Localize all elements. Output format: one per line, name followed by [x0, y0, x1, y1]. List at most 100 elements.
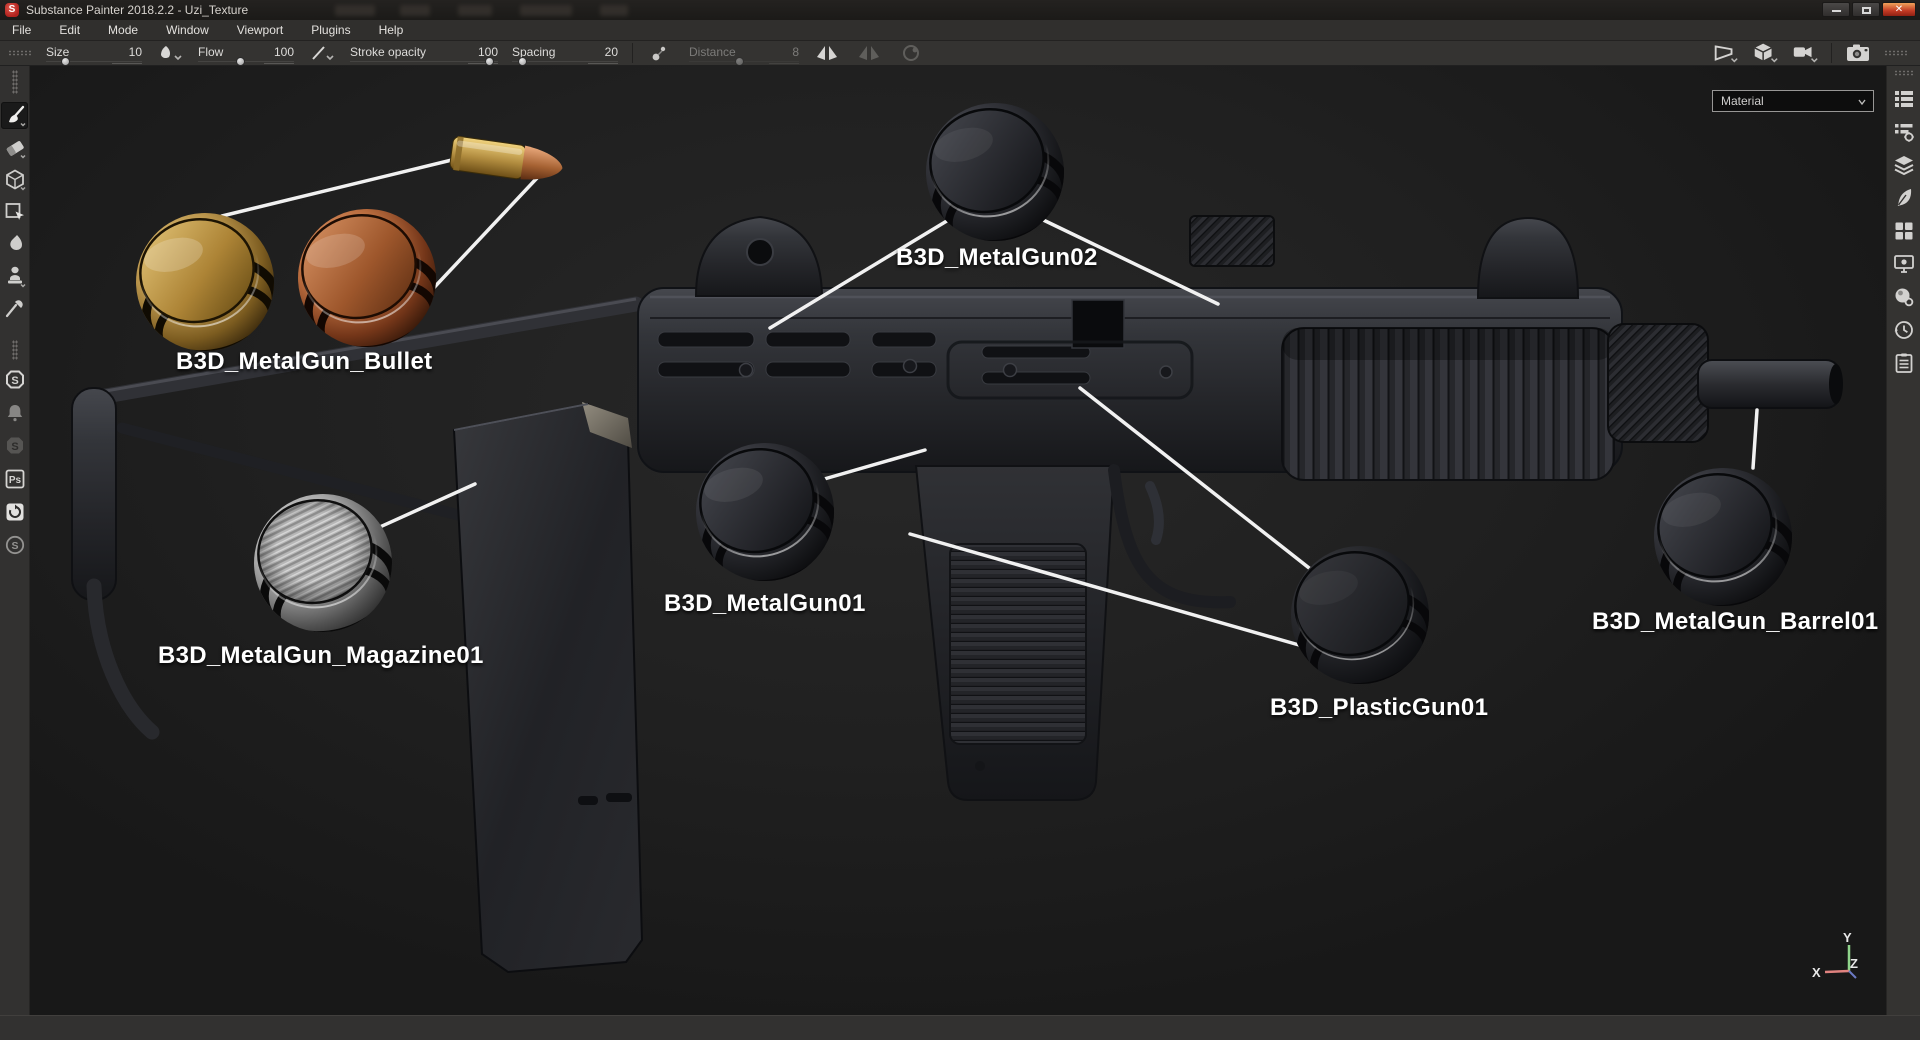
panel-shelf[interactable] [1890, 218, 1918, 244]
distance-slider-knob[interactable] [735, 56, 745, 66]
spacing-slider-knob[interactable] [518, 56, 528, 66]
screenshot-button[interactable] [1844, 42, 1872, 64]
panel-texture-set-settings[interactable] [1890, 119, 1918, 145]
size-value[interactable]: 10 [112, 43, 142, 64]
right-panel-strip [1886, 66, 1920, 1015]
perspective-view-button[interactable] [1711, 42, 1739, 64]
background-window-artifact [600, 5, 628, 16]
maximize-button[interactable] [1852, 2, 1880, 17]
lazy-mouse-icon [652, 46, 666, 61]
titlebar: S Substance Painter 2018.2.2 - Uzi_Textu… [0, 0, 1920, 20]
material-label-magazine01: B3D_MetalGun_Magazine01 [158, 642, 484, 669]
substance-source-icon: S [6, 437, 23, 454]
solo-mesh-view-button[interactable] [1751, 42, 1779, 64]
perspective-view-icon [1714, 45, 1738, 63]
lazy-mouse-button[interactable] [647, 42, 675, 64]
flow-slider-knob[interactable] [236, 56, 246, 66]
menu-file[interactable]: File [12, 23, 32, 37]
material-sphere-magazine01[interactable] [239, 479, 409, 657]
plugin-substance-source[interactable]: S [2, 434, 28, 458]
menu-mode[interactable]: Mode [108, 23, 139, 37]
tool-smudge[interactable] [1, 230, 28, 257]
spacing-value[interactable]: 20 [588, 43, 618, 64]
brush-tip-icon [161, 46, 182, 61]
close-button[interactable]: ✕ [1882, 2, 1916, 17]
tool-paint[interactable] [1, 102, 28, 129]
distance-value[interactable]: 8 [769, 43, 799, 64]
plugin-photoshop-export[interactable]: Ps [2, 467, 28, 491]
background-window-artifact [458, 5, 492, 16]
stroke-profile-button[interactable] [308, 42, 336, 64]
background-window-artifact [335, 5, 375, 16]
camera-view-button[interactable] [1791, 42, 1819, 64]
toolbar-grip[interactable] [1884, 50, 1908, 56]
stroke-line-icon [312, 46, 334, 61]
eraser-icon [6, 140, 26, 159]
clone-stamp-icon [7, 266, 26, 288]
view-mode-dropdown[interactable]: Material [1712, 90, 1874, 112]
svg-text:S: S [11, 441, 18, 453]
minimize-button[interactable] [1822, 2, 1850, 17]
panel-display-settings[interactable] [1890, 251, 1918, 277]
plugin-substance-link[interactable]: S [2, 533, 28, 557]
polygon-fill-icon [5, 202, 24, 220]
layers-icon [1894, 156, 1913, 176]
mirror-symmetry-button[interactable] [813, 42, 841, 64]
axis-x-label: X [1812, 965, 1821, 980]
material-sphere-bullet-copper[interactable] [283, 194, 453, 372]
mirror-symmetry-alt-button[interactable] [855, 42, 883, 64]
tool-eraser[interactable] [1, 134, 28, 161]
stroke-opacity-slider-knob[interactable] [484, 56, 494, 66]
view-mode-value: Material [1721, 94, 1764, 108]
stroke-opacity-value[interactable]: 100 [468, 43, 498, 64]
panel-shader-settings[interactable] [1890, 284, 1918, 310]
tool-polygon-fill[interactable] [1, 198, 28, 225]
svg-text:S: S [11, 375, 18, 387]
axis-gizmo: Y X Z [1812, 930, 1858, 980]
panel-layers[interactable] [1890, 152, 1918, 178]
plugin-resources-updater[interactable] [2, 500, 28, 524]
viewport-3d[interactable]: Y X Z Material B3D_MetalGun_Bullet B3D_M… [30, 66, 1886, 1015]
material-sphere-metalgun02[interactable] [911, 88, 1081, 266]
radial-symmetry-button[interactable] [897, 42, 925, 64]
left-tool-strip: S S Ps S [0, 66, 30, 1015]
tool-projection[interactable] [1, 166, 28, 193]
menu-help[interactable]: Help [378, 23, 404, 37]
menu-window[interactable]: Window [166, 23, 209, 37]
material-sphere-plasticgun01[interactable] [1276, 531, 1446, 709]
shader-settings-icon [1895, 288, 1913, 307]
right-strip-grip[interactable] [1893, 70, 1914, 76]
toolbar-grip[interactable] [8, 50, 32, 56]
panel-history[interactable] [1890, 317, 1918, 343]
menu-viewport[interactable]: Viewport [236, 23, 284, 37]
flow-value[interactable]: 100 [264, 43, 294, 64]
panel-log[interactable] [1890, 350, 1918, 376]
plugin-strip-grip[interactable] [11, 340, 18, 360]
material-sphere-barrel01[interactable] [1639, 453, 1809, 631]
flow-field: Flow 100 [198, 43, 294, 66]
uzi-model[interactable] [71, 215, 1843, 974]
brush-tip-button[interactable] [156, 42, 184, 64]
plugin-substance-share[interactable]: S [2, 368, 28, 392]
smudge-icon [9, 234, 22, 250]
left-strip-grip[interactable] [11, 70, 18, 94]
axis-z-label: Z [1850, 956, 1858, 971]
stroke-opacity-field: Stroke opacity 100 [350, 43, 498, 66]
bullet-model[interactable] [449, 136, 565, 185]
panel-brush-settings[interactable] [1890, 185, 1918, 211]
bottom-dock-strip[interactable] [0, 1015, 1920, 1040]
scene-canvas[interactable]: Y X Z [30, 66, 1886, 1015]
projection-cube-icon [5, 168, 26, 191]
menu-plugins[interactable]: Plugins [311, 23, 351, 37]
material-picker-icon [5, 299, 23, 317]
tool-clone[interactable] [1, 262, 28, 289]
size-field: Size 10 [46, 43, 142, 66]
size-slider-knob[interactable] [61, 56, 71, 66]
tool-material-picker[interactable] [1, 294, 28, 321]
substance-painter-logo-icon: S [5, 3, 19, 17]
material-label-barrel01: B3D_MetalGun_Barrel01 [1592, 608, 1879, 635]
panel-texture-set-list[interactable] [1890, 86, 1918, 112]
plugin-notifications[interactable] [2, 401, 28, 425]
menu-edit[interactable]: Edit [59, 23, 81, 37]
menubar: File Edit Mode Window Viewport Plugins H… [0, 20, 1920, 41]
